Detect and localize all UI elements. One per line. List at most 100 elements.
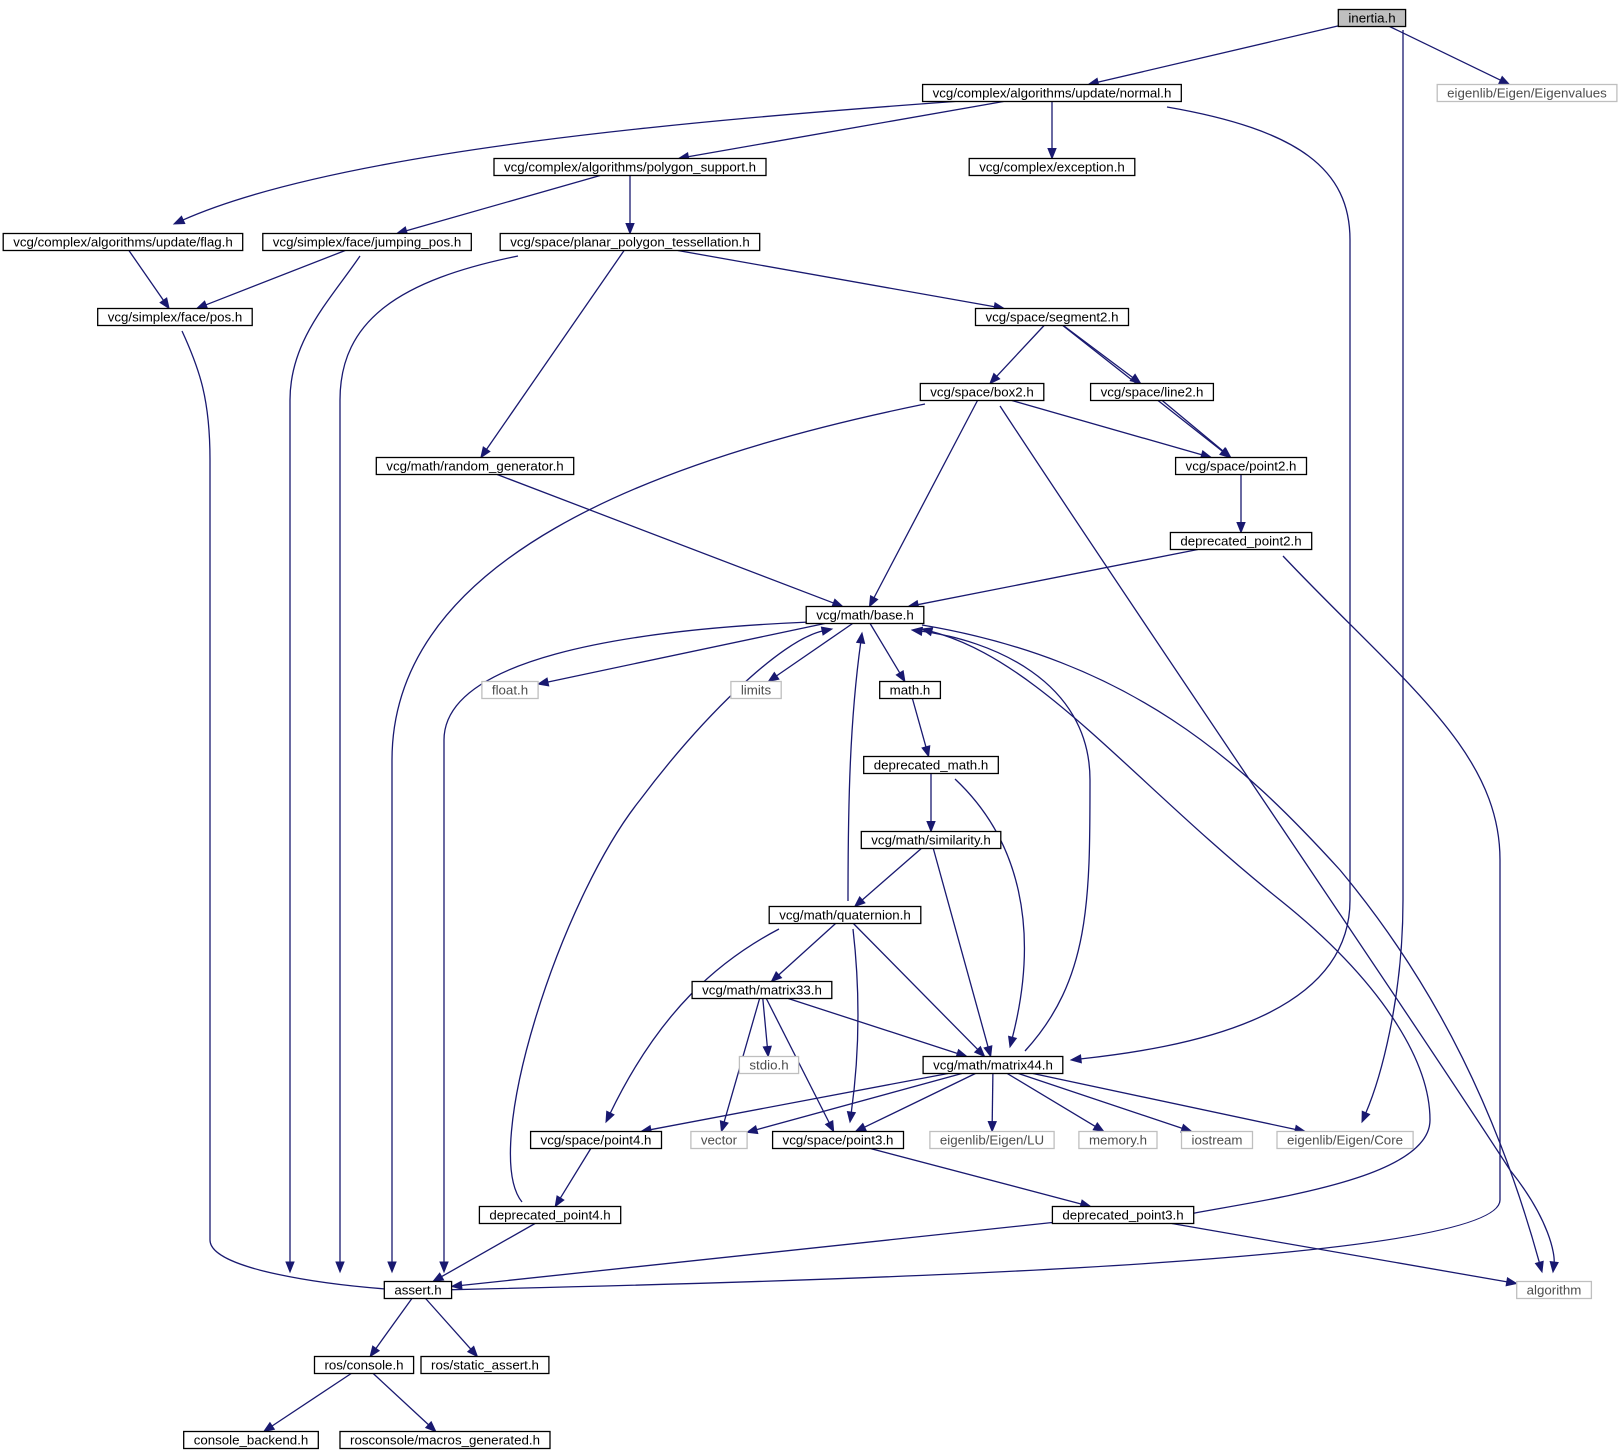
edge-line — [1011, 399, 1203, 456]
edge-box2-to-assert — [387, 403, 926, 1274]
node-label: algorithm — [1527, 1283, 1582, 1298]
edge-segment2-to-box2 — [989, 325, 1045, 385]
edge-line — [777, 923, 837, 976]
edge-deprecated_math-to-similarity — [926, 773, 936, 833]
edge-deprecated_math-to-matrix44 — [954, 778, 1026, 1049]
node-label: vcg/space/box2.h — [930, 385, 1034, 400]
node-label: vcg/complex/algorithms/polygon_support.h — [504, 160, 756, 175]
node-static-assert[interactable]: ros/static_assert.h — [420, 1355, 550, 1375]
node-exception[interactable]: vcg/complex/exception.h — [968, 157, 1136, 177]
node-macros-generated[interactable]: rosconsole/macros_generated.h — [339, 1430, 551, 1450]
edge-similarity-to-matrix44 — [932, 848, 993, 1058]
edge-deprecated_point2-to-base — [906, 548, 1198, 610]
node-box — [919, 382, 1045, 402]
edge-line — [445, 555, 1501, 1291]
arrowhead-icon — [920, 627, 934, 637]
node-box — [1051, 1205, 1195, 1225]
edge-line — [181, 100, 962, 221]
edge-matrix44-to-vector — [745, 1072, 963, 1135]
node-point3[interactable]: vcg/space/point3.h — [771, 1130, 905, 1150]
node-jumping-pos[interactable]: vcg/simplex/face/jumping_pos.h — [262, 232, 472, 252]
node-label: rosconsole/macros_generated.h — [350, 1433, 540, 1448]
edge-line — [930, 630, 1431, 1216]
edge-base-to-limits — [767, 622, 853, 683]
node-deprecated-point2[interactable]: deprecated_point2.h — [1169, 531, 1313, 551]
arrowhead-icon — [424, 1420, 437, 1433]
node-pos[interactable]: vcg/simplex/face/pos.h — [97, 307, 253, 327]
node-box — [968, 157, 1136, 177]
node-deprecated-point4[interactable]: deprecated_point4.h — [478, 1205, 622, 1225]
edge-line — [425, 1298, 472, 1351]
node-normal[interactable]: vcg/complex/algorithms/update/normal.h — [921, 83, 1182, 103]
edge-line — [289, 255, 361, 1263]
edge-normal-to-flag — [172, 100, 962, 225]
node-matrix33[interactable]: vcg/math/matrix33.h — [691, 980, 833, 1000]
node-box — [529, 1130, 663, 1150]
edge-line — [921, 624, 1541, 1264]
edge-line — [339, 255, 519, 1263]
node-label: deprecated_point3.h — [1062, 1208, 1183, 1223]
node-point4[interactable]: vcg/space/point4.h — [529, 1130, 663, 1150]
edge-box2-to-point2 — [1011, 399, 1213, 460]
node-polygon-support[interactable]: vcg/complex/algorithms/polygon_support.h — [493, 157, 767, 177]
node-ros-console[interactable]: ros/console.h — [313, 1355, 415, 1375]
edge-line — [1364, 30, 1404, 1114]
edge-deprecated_point3-to-algorithm — [1171, 1222, 1518, 1287]
node-label: deprecated_point4.h — [489, 1208, 610, 1223]
node-box — [493, 157, 767, 177]
edge-point4-to-deprecated_point4 — [554, 1148, 592, 1208]
node-similarity[interactable]: vcg/math/similarity.h — [860, 830, 1002, 850]
edge-line — [559, 1148, 592, 1200]
edge-segment2-to-line2 — [1062, 324, 1142, 385]
arrowhead-icon — [1534, 1260, 1544, 1274]
edge-line — [391, 403, 926, 1263]
node-box2[interactable]: vcg/space/box2.h — [919, 382, 1045, 402]
node-base[interactable]: vcg/math/base.h — [805, 605, 925, 625]
edge-line — [509, 630, 824, 1203]
edge-matrix33-to-matrix44 — [787, 997, 969, 1058]
node-random-generator[interactable]: vcg/math/random_generator.h — [375, 456, 575, 476]
node-box — [691, 980, 833, 1000]
node-matrix44[interactable]: vcg/math/matrix44.h — [922, 1055, 1064, 1075]
arrowhead-icon — [625, 223, 635, 235]
node-assert[interactable]: assert.h — [383, 1280, 453, 1300]
arrowhead-icon — [480, 446, 491, 459]
node-line2[interactable]: vcg/space/line2.h — [1089, 382, 1215, 402]
arrowhead-icon — [1505, 1277, 1518, 1287]
arrowhead-icon — [854, 1122, 868, 1133]
node-segment2[interactable]: vcg/space/segment2.h — [974, 307, 1130, 327]
edge-base-to-float — [536, 622, 825, 687]
node-flag[interactable]: vcg/complex/algorithms/update/flag.h — [2, 232, 244, 252]
edge-quaternion-to-matrix33 — [770, 923, 837, 983]
node-deprecated-point3[interactable]: deprecated_point3.h — [1051, 1205, 1195, 1225]
node-box — [420, 1355, 550, 1375]
node-box — [860, 830, 1002, 850]
node-label: vcg/math/matrix33.h — [702, 983, 822, 998]
node-tessellation[interactable]: vcg/space/planar_polygon_tessellation.h — [499, 232, 761, 252]
nodes-layer: inertia.hvcg/complex/algorithms/update/n… — [2, 8, 1618, 1450]
arrowhead-icon — [554, 1195, 565, 1208]
edge-line — [374, 1298, 413, 1350]
edge-matrix44-to-iostream — [1018, 1072, 1193, 1133]
node-box — [1276, 1130, 1414, 1150]
node-console-backend[interactable]: console_backend.h — [183, 1430, 319, 1450]
node-point2[interactable]: vcg/space/point2.h — [1174, 456, 1308, 476]
node-lu: eigenlib/Eigen/LU — [929, 1130, 1055, 1150]
edge-deprecated_point3-to-base — [920, 627, 1431, 1216]
edge-line — [787, 997, 959, 1055]
node-deprecated-math[interactable]: deprecated_math.h — [863, 755, 999, 775]
edge-polygon_support-to-jumping_pos — [395, 174, 601, 236]
arrowhead-icon — [926, 821, 936, 833]
edge-matrix44-to-lu — [987, 1073, 997, 1133]
node-label: memory.h — [1089, 1133, 1147, 1148]
edge-matrix33-to-stdio — [762, 998, 772, 1058]
edge-jumping_pos-to-assert — [285, 255, 361, 1274]
node-math[interactable]: math.h — [879, 680, 942, 700]
edge-line — [1389, 25, 1502, 82]
node-quaternion[interactable]: vcg/math/quaternion.h — [768, 905, 922, 925]
edge-quaternion-to-point3 — [846, 928, 859, 1124]
edge-line — [916, 548, 1198, 606]
node-box — [97, 307, 253, 327]
edge-line — [128, 250, 165, 302]
